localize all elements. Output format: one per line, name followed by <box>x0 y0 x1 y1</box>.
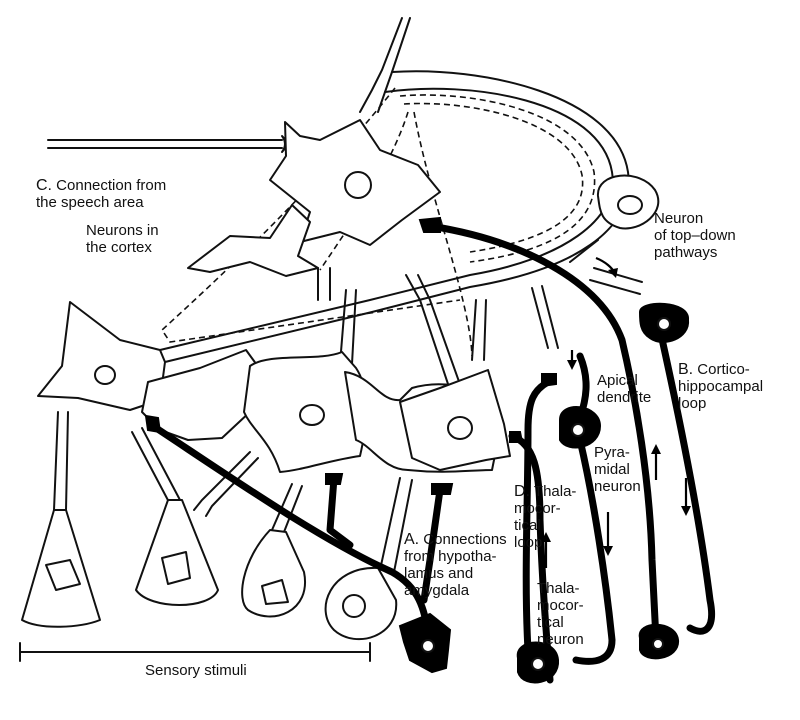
sensory-neuron-1 <box>21 411 101 628</box>
label-thalamocortical-loop: D. Thala- mocor- tical loop <box>514 483 577 551</box>
cortico-hippocampal-loop <box>418 216 715 660</box>
sensory-stimuli-bracket <box>19 642 371 662</box>
sensory-neuron-3 <box>193 451 307 618</box>
thalamocortical-loop <box>508 352 616 684</box>
speech-area-axon <box>47 135 287 153</box>
label-connections-hypothalamus: A. Connections from hypotha- lamus and a… <box>404 531 507 599</box>
cortex-neuron-upper-left <box>187 204 319 277</box>
label-sensory-stimuli: Sensory stimuli <box>145 662 247 679</box>
label-apical-dendrite: Apical dendrite <box>597 372 652 406</box>
cortex-neuron-middle <box>243 351 368 473</box>
label-thalamocortical-neuron: Thala- mocor- tical neuron <box>537 580 584 648</box>
direction-arrows <box>541 256 691 568</box>
dashed-fiber-bundle <box>160 87 596 357</box>
label-cortico-hippocampal: B. Cortico- hippocampal loop <box>678 361 764 412</box>
cortex-neuron-top-down <box>596 174 660 230</box>
cortex-neuron-upper-center <box>269 119 441 246</box>
cortex-neuron-right <box>399 369 511 471</box>
label-connection-speech: C. Connection from the speech area <box>36 177 167 211</box>
hypothalamus-amygdala-pathway <box>144 414 454 674</box>
label-top-down-neuron: Neuron of top–down pathways <box>654 210 736 261</box>
label-neurons-cortex: Neurons in the cortex <box>86 222 159 256</box>
sensory-neuron-2 <box>131 427 219 606</box>
sensory-neuron-4 <box>324 477 413 641</box>
label-pyramidal-neuron: Pyra- midal neuron <box>594 444 641 495</box>
